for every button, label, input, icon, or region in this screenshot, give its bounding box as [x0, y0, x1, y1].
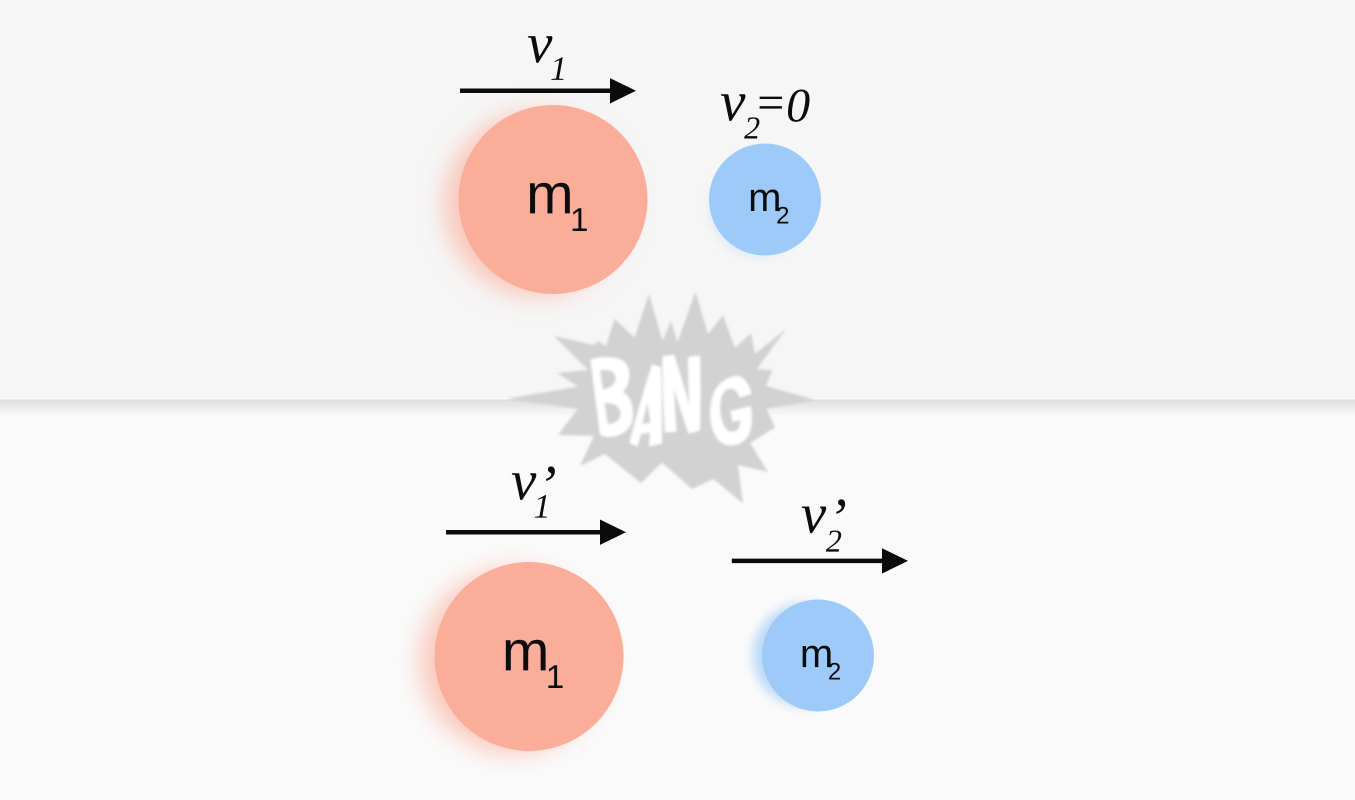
- svg-text:m: m: [502, 619, 550, 683]
- svg-text:’: ’: [828, 487, 847, 550]
- svg-text:1: 1: [546, 658, 564, 695]
- svg-text:1: 1: [550, 51, 567, 88]
- svg-text:1: 1: [570, 201, 588, 238]
- svg-text:m: m: [748, 176, 781, 220]
- svg-text:’: ’: [538, 454, 557, 517]
- svg-text:2: 2: [828, 658, 841, 685]
- svg-text:=: =: [754, 77, 786, 130]
- svg-text:0: 0: [786, 79, 810, 132]
- svg-text:v: v: [720, 70, 746, 133]
- svg-text:v: v: [801, 483, 827, 546]
- svg-text:1: 1: [533, 489, 550, 526]
- svg-text:2: 2: [826, 523, 842, 559]
- svg-text:2: 2: [744, 110, 760, 146]
- svg-text:v: v: [527, 12, 553, 75]
- svg-text:m: m: [800, 632, 833, 676]
- svg-text:2: 2: [776, 202, 789, 229]
- svg-text:v: v: [511, 449, 537, 512]
- svg-text:m: m: [526, 162, 574, 226]
